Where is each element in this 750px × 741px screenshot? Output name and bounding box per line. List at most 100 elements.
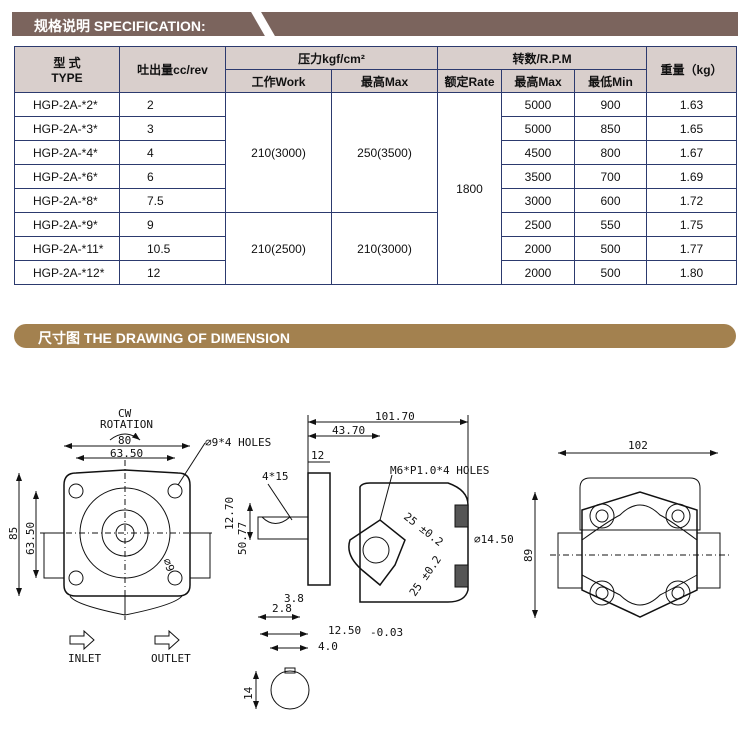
- bolt-hole: [68, 570, 84, 586]
- header-rate: 额定Rate: [437, 69, 502, 93]
- drawing-header-bar: 尺寸图 THE DRAWING OF DIMENSION: [14, 324, 736, 348]
- cell-type: HGP-2A-*3*: [14, 116, 120, 141]
- cell-work-pressure: 210(3000): [225, 92, 332, 213]
- dim-4-0: 4.0: [318, 640, 338, 653]
- header-max: 最高Max: [331, 69, 438, 93]
- dim-14-50: ⌀14.50: [474, 533, 514, 546]
- dimension-drawing: CW ROTATION 80 63.50 ⌀9*4 HOLES 85 63.50…: [7, 407, 730, 710]
- cell-weight: 1.63: [646, 92, 738, 117]
- dim-63-50-v: 63.50: [24, 522, 37, 555]
- cell-type: HGP-2A-*2*: [14, 92, 120, 117]
- cell-type: HGP-2A-*8*: [14, 188, 120, 213]
- cell-max-rpm: 3000: [501, 188, 575, 213]
- dim-63-50-h: 63.50: [110, 447, 143, 460]
- dim-12-70: 12.70: [223, 497, 236, 530]
- table-subheader-row: 工作Work 最高Max 额定Rate 最高Max 最低Min: [15, 69, 737, 93]
- header-speed-max: 最高Max: [501, 69, 575, 93]
- dim-25-a: 25 ±0.2: [401, 510, 446, 549]
- table-row: HGP-2A-*9* 9 210(2500) 210(3000) 2500 55…: [14, 212, 738, 285]
- cell-max-rpm: 5000: [501, 116, 575, 141]
- cell-max-pressure: 250(3500): [331, 92, 438, 213]
- dim-12-50-tolerance: -0.03: [370, 626, 403, 639]
- header-type-cn: 型 式: [53, 56, 81, 70]
- dim-43-70: 43.70: [332, 424, 365, 437]
- header-pressure: 压力kgf/cm²: [225, 46, 438, 70]
- dim-85: 85: [7, 527, 20, 540]
- cell-type: HGP-2A-*6*: [14, 164, 120, 189]
- dim-25-b: 25 ±0.2: [407, 553, 444, 598]
- cell-weight: 1.75: [646, 212, 738, 237]
- side-view: [247, 415, 469, 710]
- cell-min-rpm: 500: [573, 236, 648, 261]
- specification-header-bar: 规格说明 SPECIFICATION:: [12, 12, 738, 36]
- header-work: 工作Work: [225, 69, 332, 93]
- holes-9-label: ⌀9*4 HOLES: [205, 436, 271, 449]
- dim-14: 14: [242, 686, 255, 700]
- header-divider: [251, 12, 275, 36]
- cell-max-rpm: 5000: [501, 92, 575, 117]
- cell-min-rpm: 550: [573, 212, 648, 237]
- dim-2-8: 2.8: [272, 602, 292, 615]
- dim-101-70: 101.70: [375, 410, 415, 423]
- cell-displacement: 12: [119, 260, 226, 285]
- cell-type: HGP-2A-*12*: [14, 260, 120, 285]
- dim-12-50: 12.50: [328, 624, 361, 637]
- m6-holes-label: M6*P1.0*4 HOLES: [390, 464, 489, 477]
- cell-displacement: 2: [119, 92, 226, 117]
- cell-min-rpm: 700: [573, 164, 648, 189]
- cell-type: HGP-2A-*9*: [14, 212, 120, 237]
- cell-max-rpm: 2000: [501, 236, 575, 261]
- dim-12: 12: [311, 449, 324, 462]
- bolt-hole: [68, 483, 84, 499]
- cell-weight: 1.67: [646, 140, 738, 165]
- inlet-arrow-icon: [69, 629, 95, 651]
- cell-weight: 1.77: [646, 236, 738, 261]
- specification-title: 规格说明 SPECIFICATION:: [34, 18, 206, 34]
- end-view: [532, 450, 730, 618]
- dim-4x15: 4*15: [262, 470, 289, 483]
- dim-50-77: 50.77: [236, 522, 249, 555]
- bolt-hole: [167, 570, 183, 586]
- cell-min-rpm: 850: [573, 116, 648, 141]
- header-type-en: TYPE: [51, 71, 83, 85]
- cell-rate: 1800: [437, 92, 502, 285]
- cell-weight: 1.69: [646, 164, 738, 189]
- dim-89: 89: [522, 549, 535, 562]
- inlet-label: INLET: [68, 652, 101, 665]
- cell-displacement: 6: [119, 164, 226, 189]
- cell-weight: 1.65: [646, 116, 738, 141]
- cell-work-pressure: 210(2500): [225, 212, 332, 285]
- cell-min-rpm: 900: [573, 92, 648, 117]
- cell-max-pressure: 210(3000): [331, 212, 438, 285]
- rotation-label: ROTATION: [100, 418, 153, 431]
- drawing-title: 尺寸图 THE DRAWING OF DIMENSION: [38, 330, 290, 346]
- header-weight: 重量（kg）: [646, 46, 738, 93]
- cell-displacement: 7.5: [119, 188, 226, 213]
- outlet-label: OUTLET: [151, 652, 191, 665]
- cell-max-rpm: 2500: [501, 212, 575, 237]
- cell-displacement: 9: [119, 212, 226, 237]
- cell-min-rpm: 500: [573, 260, 648, 285]
- dim-80: 80: [118, 434, 131, 447]
- outlet-arrow-icon: [154, 629, 180, 651]
- cell-min-rpm: 800: [573, 140, 648, 165]
- header-displacement: 吐出量cc/rev: [119, 46, 226, 93]
- cw-label: CW: [118, 407, 132, 420]
- cell-displacement: 3: [119, 116, 226, 141]
- cell-min-rpm: 600: [573, 188, 648, 213]
- front-view: [16, 432, 212, 651]
- dim-9: ⌀9: [160, 557, 177, 574]
- cell-weight: 1.80: [646, 260, 738, 285]
- cell-max-rpm: 4500: [501, 140, 575, 165]
- header-speed: 转数/R.P.M: [436, 46, 648, 70]
- dim-3-8: 3.8: [284, 592, 304, 605]
